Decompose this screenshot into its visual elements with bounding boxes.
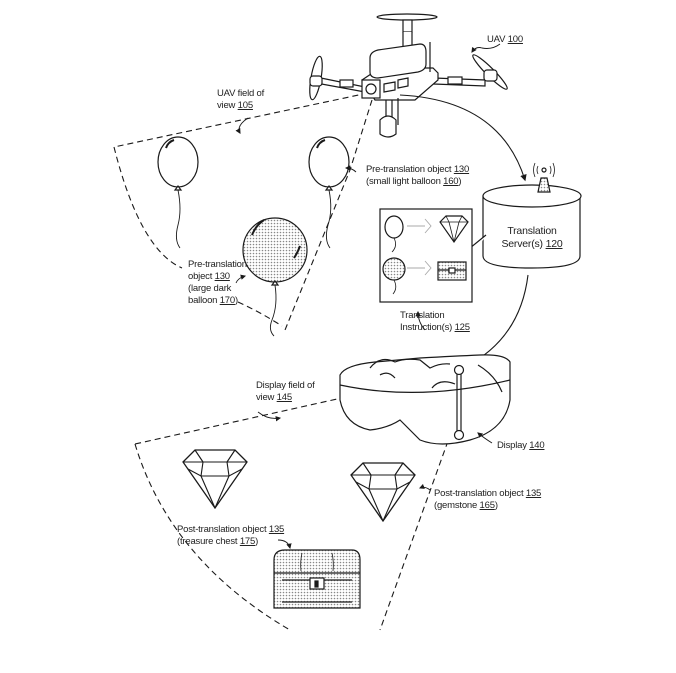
instructions-line1: Translation xyxy=(400,310,445,321)
pre-large-line2-ref: 130 xyxy=(214,271,230,282)
small-light-balloon-right xyxy=(308,136,350,249)
post-chest-line1-text: Post-translation object xyxy=(177,524,267,535)
display-label: Display 140 xyxy=(497,440,545,452)
uav-drone xyxy=(309,13,508,138)
post-gem-line2-text: (gemstone xyxy=(434,500,478,511)
pre-large-line4-text: balloon xyxy=(188,295,218,306)
instructions-leader-line xyxy=(415,310,426,331)
uav-ref: 100 xyxy=(507,34,523,45)
small-light-balloon-left xyxy=(157,136,199,249)
pre-small-line2-ref: 160 xyxy=(443,176,459,187)
pre-small-line2-close: ) xyxy=(458,176,462,187)
display-fov-ref: 145 xyxy=(276,392,292,403)
translation-server xyxy=(467,162,582,269)
display-fov-line1: Display field of xyxy=(256,380,315,391)
instructions-label: Translation Instruction(s) 125 xyxy=(400,310,470,334)
uav-fov-label: UAV field of view 105 xyxy=(217,88,264,112)
instructions-ref: 125 xyxy=(454,322,470,333)
pre-large-line4-ref: 170 xyxy=(219,295,235,306)
post-chest-line2-close: ) xyxy=(255,536,259,547)
post-gem-line1-text: Post-translation object xyxy=(434,488,524,499)
pre-small-line2-text: (small light balloon xyxy=(366,176,441,187)
server-label: Translation Server(s) 120 xyxy=(497,225,567,251)
post-chest-line1-ref: 135 xyxy=(268,524,285,535)
display-leader-line xyxy=(477,432,493,444)
gemstone-left xyxy=(182,449,248,509)
pre-large-line2-text: object xyxy=(188,271,213,282)
treasure-chest xyxy=(273,549,361,609)
post-chest-line2-text: (treasure chest xyxy=(177,536,238,547)
uav-fov-line2-text: view xyxy=(217,100,236,111)
uav-fov-line1: UAV field of xyxy=(217,88,265,99)
pre-large-line1: Pre-translation xyxy=(188,259,247,270)
pre-small-label: Pre-translation object 130 (small light … xyxy=(366,164,469,188)
pre-large-leader-line xyxy=(235,274,247,284)
post-gem-line2-close: ) xyxy=(494,500,498,511)
post-gem-line1-ref: 135 xyxy=(525,488,542,499)
display-label-text: Display xyxy=(497,440,527,451)
server-ref: 120 xyxy=(545,238,563,250)
server-line2-text: Server(s) xyxy=(501,238,543,250)
post-chest-label: Post-translation object 135 (treasure ch… xyxy=(177,524,284,548)
display-fov-line2-text: view xyxy=(256,392,275,403)
post-gem-leader-line xyxy=(418,483,431,491)
uav-leader-line xyxy=(471,43,501,53)
display-field-of-view xyxy=(134,396,449,631)
pre-small-leader-line xyxy=(344,165,357,173)
pre-small-line1-text: Pre-translation object xyxy=(366,164,452,175)
post-gem-label: Post-translation object 135 (gemstone 16… xyxy=(434,488,541,512)
gemstone-right xyxy=(350,462,416,522)
pre-small-line1-ref: 130 xyxy=(453,164,470,175)
uav-label-text: UAV xyxy=(487,34,506,45)
large-dark-balloon xyxy=(242,217,308,337)
post-chest-leader-line xyxy=(277,539,292,550)
pre-large-line3: (large dark xyxy=(188,283,232,294)
display-ref: 140 xyxy=(529,440,545,451)
uav-fov-leader-line xyxy=(235,117,249,134)
display-fov-label: Display field of view 145 xyxy=(256,380,315,404)
pre-large-label: Pre-translation object 130 (large dark b… xyxy=(188,259,247,307)
server-to-display-arrow xyxy=(461,274,529,369)
display-fov-leader-line xyxy=(257,411,282,422)
uav-fov-ref: 105 xyxy=(237,100,253,111)
pre-large-line4-close: ) xyxy=(234,295,238,306)
translation-instructions-box xyxy=(379,208,473,303)
display-headset xyxy=(339,354,511,445)
server-line1: Translation xyxy=(507,225,557,237)
uav-to-server-arrow xyxy=(399,94,527,182)
instructions-line2-text: Instruction(s) xyxy=(400,322,453,333)
uav-label: UAV 100 xyxy=(487,34,523,46)
post-chest-line2-ref: 175 xyxy=(239,536,256,547)
post-gem-line2-ref: 165 xyxy=(479,500,495,511)
